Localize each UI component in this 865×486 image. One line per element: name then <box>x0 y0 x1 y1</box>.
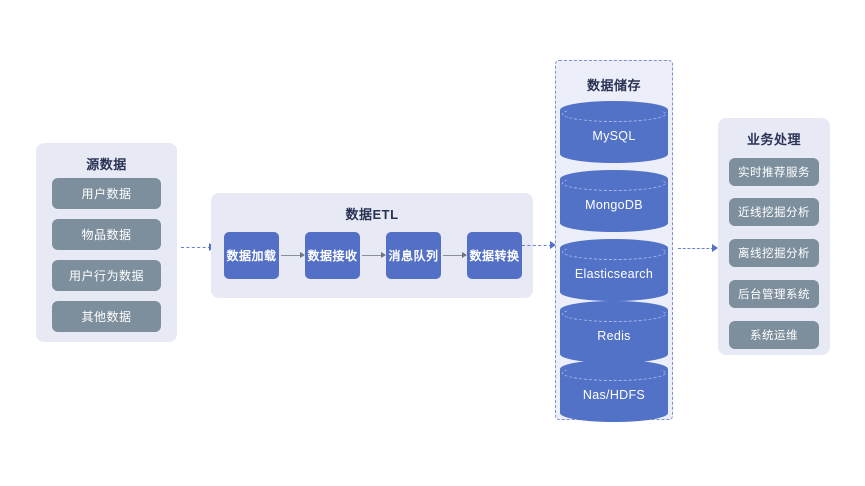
business-item-nearline-mining-analysis[interactable]: 近线挖掘分析 <box>729 198 819 226</box>
source-item-other-data[interactable]: 其他数据 <box>52 301 161 332</box>
connector-source-to-etl <box>181 247 211 248</box>
etl-step-data-transform[interactable]: 数据转换 <box>467 232 522 279</box>
etl-step-message-queue[interactable]: 消息队列 <box>386 232 441 279</box>
etl-step-data-load[interactable]: 数据加载 <box>224 232 279 279</box>
storage-label-mysql: MySQL <box>592 128 636 143</box>
source-item-item-data[interactable]: 物品数据 <box>52 219 161 250</box>
storage-cylinder-elasticsearch[interactable]: Elasticsearch <box>560 239 668 301</box>
cylinder-rim <box>562 365 666 381</box>
storage-cylinder-mongodb[interactable]: MongoDB <box>560 170 668 232</box>
data-etl-title: 数据ETL <box>345 207 399 222</box>
connector-etl-to-storage-arrowhead <box>550 241 556 249</box>
storage-cylinder-nas-hdfs[interactable]: Nas/HDFS <box>560 360 668 422</box>
connector-etl-2-to-3 <box>362 255 383 256</box>
data-storage-title: 数据储存 <box>586 78 641 93</box>
cylinder-rim <box>562 244 666 260</box>
connector-etl-2-to-3-arrowhead <box>381 251 386 258</box>
storage-label-elasticsearch: Elasticsearch <box>574 266 654 281</box>
storage-cylinder-redis[interactable]: Redis <box>560 301 668 363</box>
storage-label-redis: Redis <box>597 328 631 343</box>
connector-etl-to-storage <box>522 245 552 246</box>
connector-etl-1-to-2-arrowhead <box>300 251 305 258</box>
storage-cylinder-mysql[interactable]: MySQL <box>560 101 668 163</box>
business-item-offline-mining-analysis[interactable]: 离线挖掘分析 <box>729 239 819 267</box>
connector-etl-1-to-2 <box>281 255 302 256</box>
business-processing-title: 业务处理 <box>746 132 801 147</box>
business-item-realtime-recommendation[interactable]: 实时推荐服务 <box>729 158 819 186</box>
business-item-admin-management-system[interactable]: 后台管理系统 <box>729 280 819 308</box>
business-processing-panel: 业务处理 <box>718 118 830 355</box>
cylinder-rim <box>562 306 666 322</box>
storage-label-nas-hdfs: Nas/HDFS <box>582 387 646 402</box>
connector-storage-to-business-arrowhead <box>712 244 718 252</box>
etl-step-data-receive[interactable]: 数据接收 <box>305 232 360 279</box>
connector-etl-3-to-4 <box>443 255 464 256</box>
source-item-user-data[interactable]: 用户数据 <box>52 178 161 209</box>
storage-label-mongodb: MongoDB <box>585 197 643 212</box>
business-item-system-operations[interactable]: 系统运维 <box>729 321 819 349</box>
source-item-user-behavior-data[interactable]: 用户行为数据 <box>52 260 161 291</box>
cylinder-rim <box>562 106 666 122</box>
connector-storage-to-business <box>678 248 714 249</box>
cylinder-rim <box>562 175 666 191</box>
source-data-title: 源数据 <box>86 157 127 172</box>
connector-etl-3-to-4-arrowhead <box>462 251 467 258</box>
